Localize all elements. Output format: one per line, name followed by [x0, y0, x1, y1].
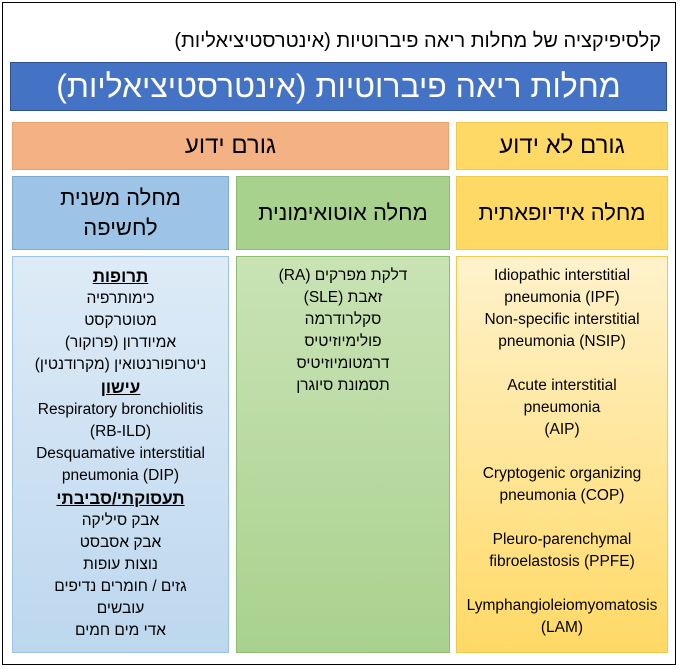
list-item: נוצות עופות: [83, 556, 158, 573]
list-item: דלקת מפרקים (RA): [278, 267, 408, 284]
list-item: pneumonia (NSIP): [498, 333, 626, 350]
header-known-cause: גורם ידוע: [12, 122, 449, 170]
list-secondary-exposure: תרופות כימותרפיה מטוטרקסט אמיודרון (פרוק…: [12, 256, 229, 653]
category-secondary-exposure: מחלה משנית לחשיפה: [12, 176, 229, 250]
list-item: Idiopathic interstitial: [493, 267, 631, 284]
list-item: דרמטומיוזיטיס: [296, 355, 390, 372]
list-item: pneumonia (IPF): [504, 289, 620, 306]
list-item: Desquamative interstitial: [36, 445, 205, 462]
list-item: אדי מים חמים: [75, 622, 166, 639]
subheading-drugs: תרופות: [92, 267, 149, 286]
list-item: עובשים: [96, 600, 145, 617]
list-item: כימותרפיה: [86, 290, 155, 307]
list-autoimmune: דלקת מפרקים (RA) זאבת (SLE) סקלרודרמה פו…: [236, 256, 450, 653]
list-item: Acute interstitial: [507, 377, 617, 394]
diagram-caption: קלסיפיקציה של מחלות ריאה פיברוטיות (אינט…: [174, 30, 661, 52]
category-autoimmune: מחלה אוטואימונית: [236, 176, 450, 250]
list-item: fibroelastosis (PPFE): [489, 553, 635, 570]
list-item: Lymphangioleiomyomatosis: [466, 597, 658, 614]
list-item: Non-specific interstitial: [484, 311, 640, 328]
list-idiopathic: Idiopathic interstitial pneumonia (IPF) …: [456, 256, 668, 653]
list-item: pneumonia: [523, 399, 601, 416]
list-item: מטוטרקסט: [84, 312, 157, 329]
list-item: pneumonia (COP): [499, 487, 625, 504]
list-item: Cryptogenic organizing: [482, 465, 642, 482]
category-secondary-line1: מחלה משנית: [60, 185, 181, 210]
subheading-smoking: עישון: [100, 378, 141, 397]
list-item: (RB-ILD): [89, 423, 152, 440]
list-item: (LAM): [540, 619, 584, 636]
list-item: (AIP): [544, 421, 580, 438]
list-item: ניטרופורנטואין (מקרודנטין): [34, 356, 207, 373]
category-secondary-line2: לחשיפה: [83, 215, 158, 240]
list-item: פולימיוזיטיס: [304, 333, 382, 350]
subheading-occupational: תעסוקתי/סביבתי: [56, 489, 185, 508]
category-idiopathic: מחלה אידיופאתית: [456, 176, 668, 250]
list-item: אבק סיליקה: [81, 512, 160, 529]
list-item: Pleuro-parenchymal: [492, 531, 632, 548]
header-unknown-cause: גורם לא ידוע: [456, 122, 668, 170]
list-item: Respiratory bronchiolitis: [37, 401, 204, 418]
list-item: אמיודרון (פרוקור): [64, 334, 177, 351]
list-item: אבק אסבסט: [79, 534, 162, 551]
list-item: זאבת (SLE): [303, 289, 383, 306]
main-title: מחלות ריאה פיברוטיות (אינטרסטיציאליות): [10, 62, 667, 111]
list-item: תסמונת סיוגרן: [296, 377, 390, 394]
list-item: pneumonia (DIP): [61, 467, 180, 484]
list-item: סקלרודרמה: [304, 311, 382, 328]
list-item: גזים / חומרים נדיפים: [54, 578, 187, 595]
